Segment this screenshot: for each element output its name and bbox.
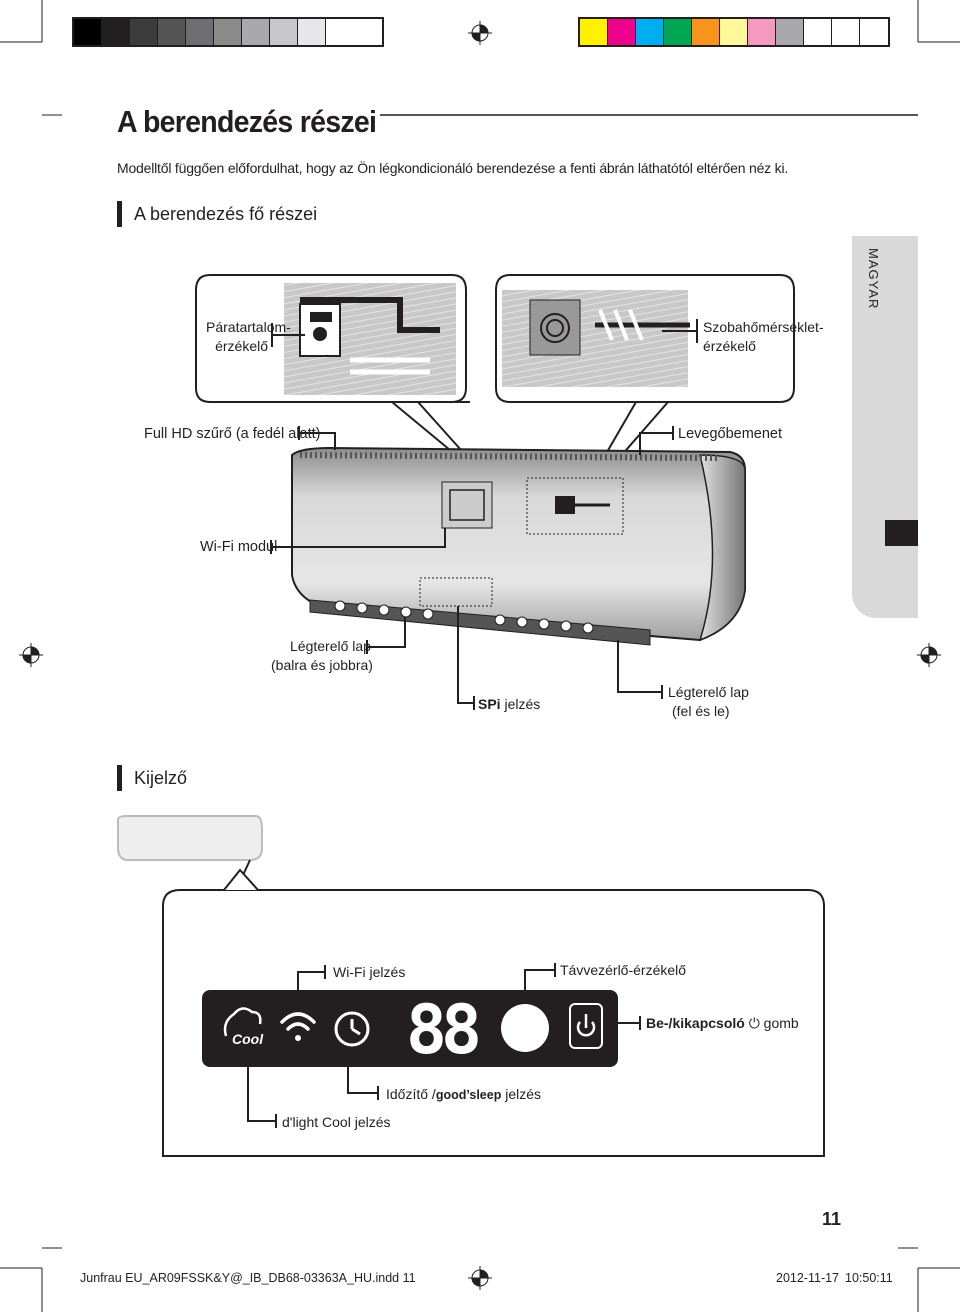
indoor-unit-diagram <box>195 274 795 710</box>
color-calibration-bar <box>578 17 890 47</box>
registration-mark-left <box>19 643 43 667</box>
spi-label-rest: jelzés <box>500 696 541 712</box>
language-label: MAGYAR <box>866 248 881 310</box>
air-inlet-label: Levegőbemenet <box>678 426 782 442</box>
spi-label: SPi jelzés <box>478 695 540 713</box>
louver-ud-label-2: (fel és le) <box>672 703 730 719</box>
dlight-cool-label: d'light Cool jelzés <box>282 1114 391 1130</box>
timer-label-bold: good’sleep <box>435 1088 502 1102</box>
side-tab-marker <box>885 520 918 546</box>
cool-text: Cool <box>232 1031 264 1047</box>
registration-mark-bottom <box>468 1266 492 1290</box>
power-button-label: Be-/kikapcsoló ⏻ gomb <box>646 1014 799 1032</box>
wifi-icon <box>280 1012 316 1041</box>
wifi-indicator-label: Wi-Fi jelzés <box>333 964 406 980</box>
humidity-sensor-label-2: érzékelő <box>215 338 268 354</box>
timer-icon <box>334 1011 370 1047</box>
louver-lr-label-1: Légterelő lap <box>290 638 371 654</box>
room-temp-sensor-label-1: Szobahőmérséklet- <box>703 319 824 335</box>
louver-lr-label-2: (balra és jobbra) <box>271 657 373 673</box>
timer-label-suffix: jelzés <box>501 1086 542 1102</box>
humidity-sensor-callout <box>195 274 470 403</box>
footer-time: 10:50:11 <box>845 1271 893 1285</box>
section-heading-main-parts: A berendezés fő részei <box>117 201 317 227</box>
remote-sensor-icon <box>501 1004 549 1052</box>
power-button-label-rest: gomb <box>759 1015 799 1031</box>
footer-date: 2012-11-17 <box>776 1271 840 1285</box>
remote-sensor-label: Távvezérlő-érzékelő <box>560 962 687 978</box>
timer-label: Időzítő /good’sleep jelzés <box>386 1085 541 1104</box>
wifi-module-label: Wi-Fi modul <box>200 539 278 555</box>
filter-label: Full HD szűrő (a fedél alatt) <box>144 426 321 442</box>
power-button-frame <box>569 1003 603 1049</box>
timer-label-prefix: Időzítő / <box>386 1086 436 1102</box>
power-button-label-bold: Be-/kikapcsoló <box>646 1015 745 1031</box>
registration-mark-top <box>468 21 492 45</box>
dlight-cool-icon <box>223 1007 262 1037</box>
section-heading-display: Kijelző <box>117 765 187 791</box>
page-title: A berendezés részei <box>117 104 377 139</box>
indoor-unit-body <box>291 446 746 646</box>
room-temp-sensor-callout <box>495 274 795 403</box>
power-icon <box>576 1014 596 1037</box>
gray-calibration-bar <box>72 17 384 47</box>
intro-text: Modelltől függően előfordulhat, hogy az … <box>117 160 789 176</box>
power-inline-icon: ⏻ <box>748 1015 760 1031</box>
spi-label-bold: SPi <box>478 696 501 712</box>
registration-mark-right <box>917 643 941 667</box>
segment-display: 88 <box>406 991 478 1070</box>
louver-ud-label-1: Légterelő lap <box>668 684 749 700</box>
humidity-sensor-label-1: Páratartalom- <box>206 319 291 335</box>
language-side-tab <box>852 236 918 618</box>
leader-lines <box>270 319 698 710</box>
room-temp-sensor-label-2: érzékelő <box>703 338 756 354</box>
display-diagram: Cool 88 <box>117 815 825 1157</box>
page-number: 11 <box>822 1209 842 1229</box>
footer-filename: Junfrau EU_AR09FSSK&Y@_IB_DB68-03363A_HU… <box>80 1271 416 1285</box>
